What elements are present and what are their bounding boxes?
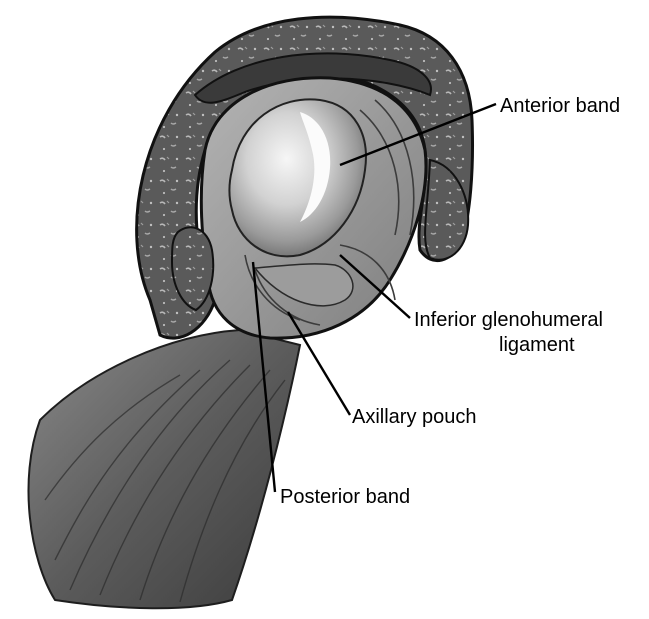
label-axillary-pouch: Axillary pouch <box>352 405 477 429</box>
label-anterior-band: Anterior band <box>500 94 620 118</box>
label-posterior-band: Posterior band <box>280 485 410 509</box>
label-ligament: ligament <box>499 333 575 357</box>
label-inferior-glenohumeral: Inferior glenohumeral <box>414 308 603 332</box>
